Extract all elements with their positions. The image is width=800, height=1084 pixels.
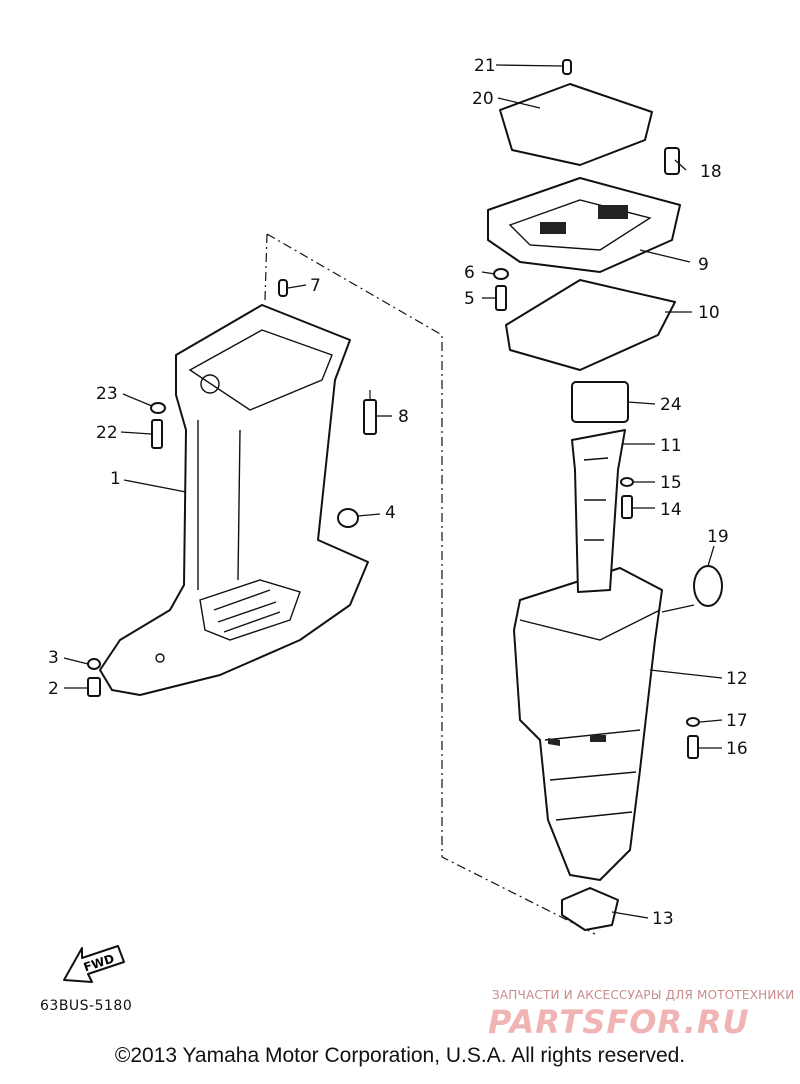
callout-22: 22 [96, 423, 118, 443]
part-washer-23 [150, 402, 166, 414]
part-bolt-14 [621, 495, 633, 519]
callout-4: 4 [385, 503, 396, 523]
leader-lines [63, 64, 723, 919]
part-bolt-5 [495, 285, 507, 311]
part-exhaust-pipe [571, 429, 626, 593]
callout-18: 18 [700, 162, 722, 182]
watermark-logo: PARTSFOR.RU [488, 1003, 750, 1041]
part-lower-exhaust-case [513, 567, 663, 881]
callout-17: 17 [726, 711, 748, 731]
callout-19: 19 [707, 527, 729, 547]
part-washer-3 [87, 658, 101, 670]
callout-10: 10 [698, 303, 720, 323]
callout-6: 6 [464, 263, 475, 283]
callout-13: 13 [652, 909, 674, 929]
callout-7: 7 [310, 276, 321, 296]
callouts: 21 20 18 9 6 5 10 24 11 15 14 19 12 17 1… [48, 56, 748, 929]
callout-24: 24 [660, 395, 682, 415]
callout-9: 9 [698, 255, 709, 275]
callout-8: 8 [398, 407, 409, 427]
diagram-code: 63BUS-5180 [40, 998, 133, 1014]
part-bolt-18 [664, 147, 680, 175]
callout-11: 11 [660, 436, 682, 456]
part-oil-seal-19 [693, 565, 723, 607]
part-bolt-8 [363, 399, 377, 435]
part-seal-13 [561, 887, 619, 931]
part-exhaust-manifold [487, 177, 681, 273]
part-gasket-20 [499, 83, 653, 166]
part-washer-15 [620, 477, 634, 487]
callout-15: 15 [660, 473, 682, 493]
callout-21: 21 [474, 56, 496, 76]
part-washer-6 [493, 268, 509, 280]
callout-14: 14 [660, 500, 682, 520]
callout-20: 20 [472, 89, 494, 109]
callout-3: 3 [48, 648, 59, 668]
part-bolt-16 [687, 735, 699, 759]
fwd-arrow-icon: FWD [63, 945, 125, 983]
part-pin-7 [278, 279, 288, 297]
part-bolt-2 [87, 677, 101, 697]
part-bolt-22 [151, 419, 163, 449]
part-plug-4 [337, 508, 359, 528]
assembly-outline [184, 233, 596, 935]
watermark-caption: ЗАПЧАСТИ И АКСЕССУАРЫ ДЛЯ МОТОТЕХНИКИ [492, 988, 795, 1002]
callout-5: 5 [464, 289, 475, 309]
part-washer-17 [686, 717, 700, 727]
callout-2: 2 [48, 679, 59, 699]
callout-23: 23 [96, 384, 118, 404]
callout-16: 16 [726, 739, 748, 759]
callout-1: 1 [110, 469, 121, 489]
part-pin-21 [562, 59, 572, 75]
part-gasket-10 [505, 279, 676, 371]
copyright-notice: ©2013 Yamaha Motor Corporation, U.S.A. A… [114, 1044, 686, 1067]
part-upper-casing [99, 304, 369, 696]
part-gasket-24 [571, 381, 629, 423]
callout-12: 12 [726, 669, 748, 689]
